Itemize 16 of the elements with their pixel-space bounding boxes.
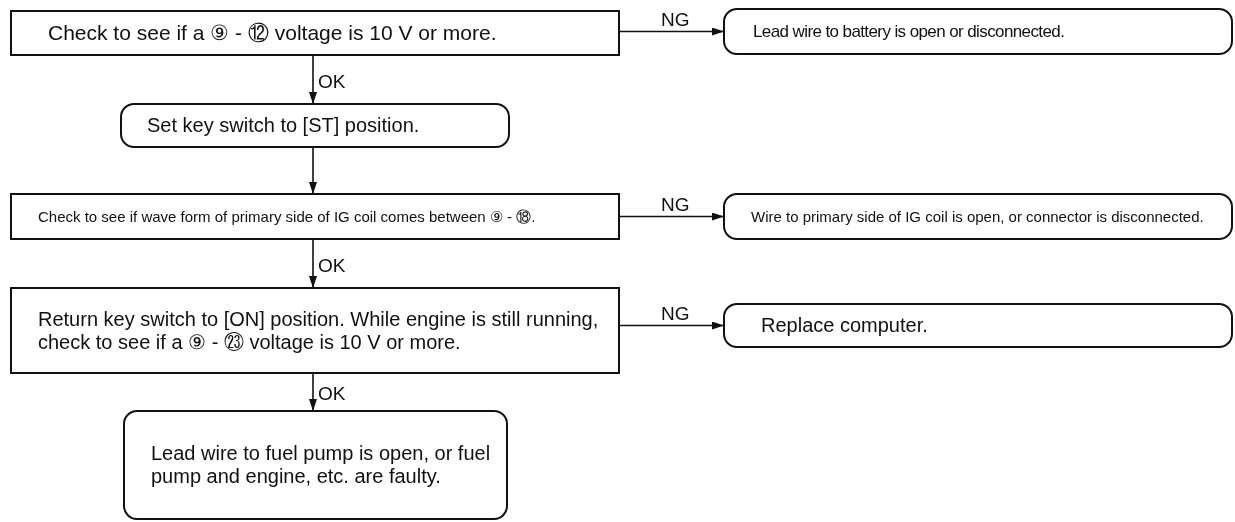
result-box: Lead wire to battery is open or disconnected. [723, 8, 1233, 55]
arrow [309, 373, 317, 411]
arrow [309, 55, 317, 104]
arrow [619, 321, 724, 330]
process-box: Check to see if a ⑨ - ⑫ voltage is 10 V or more. [10, 10, 620, 56]
edge-label: OK [317, 384, 347, 403]
process-box: Check to see if wave form of primary side of IG coil comes between ⑨ - ⑱. [10, 193, 620, 240]
arrow [619, 212, 724, 221]
result-box: Replace computer. [723, 303, 1233, 348]
arrow [619, 27, 724, 36]
arrow [309, 147, 317, 194]
result-box: Lead wire to fuel pump is open, or fuel pump and engine, etc. are faulty. [123, 410, 508, 520]
step-box: Set key switch to [ST] position. [120, 103, 510, 148]
process-box: Return key switch to [ON] position. While engine is still running, check to see if a ⑨ - ㉓ voltage is 10 V or more. [10, 287, 620, 374]
result-box: Wire to primary side of IG coil is open, or connector is disconnected. [723, 193, 1233, 240]
arrow [309, 239, 317, 288]
